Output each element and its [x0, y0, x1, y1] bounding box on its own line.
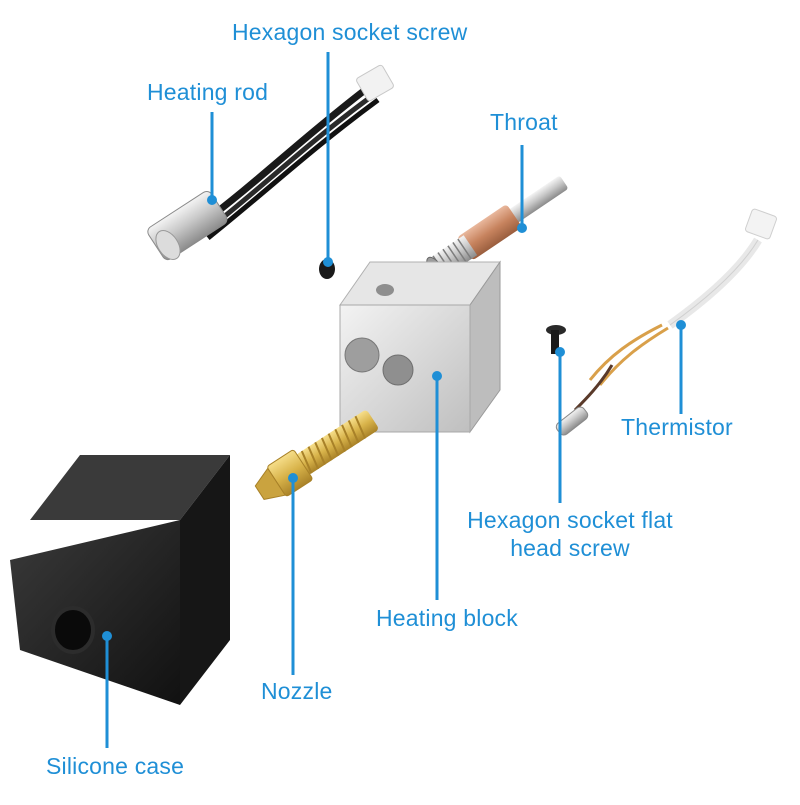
label-thermistor: Thermistor [621, 413, 733, 441]
heating-block-part [340, 262, 500, 432]
leader-nozzle [290, 475, 297, 676]
label-hexagon-socket-flat-line2: head screw [455, 534, 685, 562]
label-hexagon-socket-flat-line1: Hexagon socket flat [455, 506, 685, 534]
leader-heating-rod [209, 112, 216, 204]
label-hexagon-socket-flat-head-screw: Hexagon socket flat head screw [455, 506, 685, 562]
label-heating-block: Heating block [376, 604, 518, 632]
label-silicone-case: Silicone case [46, 752, 184, 780]
label-throat: Throat [490, 108, 558, 136]
leader-hex-socket-screw [325, 52, 332, 266]
silicone-case-part [10, 455, 230, 705]
label-hexagon-socket-screw: Hexagon socket screw [232, 18, 467, 46]
label-heating-rod: Heating rod [147, 78, 268, 106]
label-nozzle: Nozzle [261, 677, 333, 705]
leader-thermistor [678, 322, 685, 415]
thermistor-part [554, 208, 777, 437]
nozzle-part [250, 404, 383, 508]
